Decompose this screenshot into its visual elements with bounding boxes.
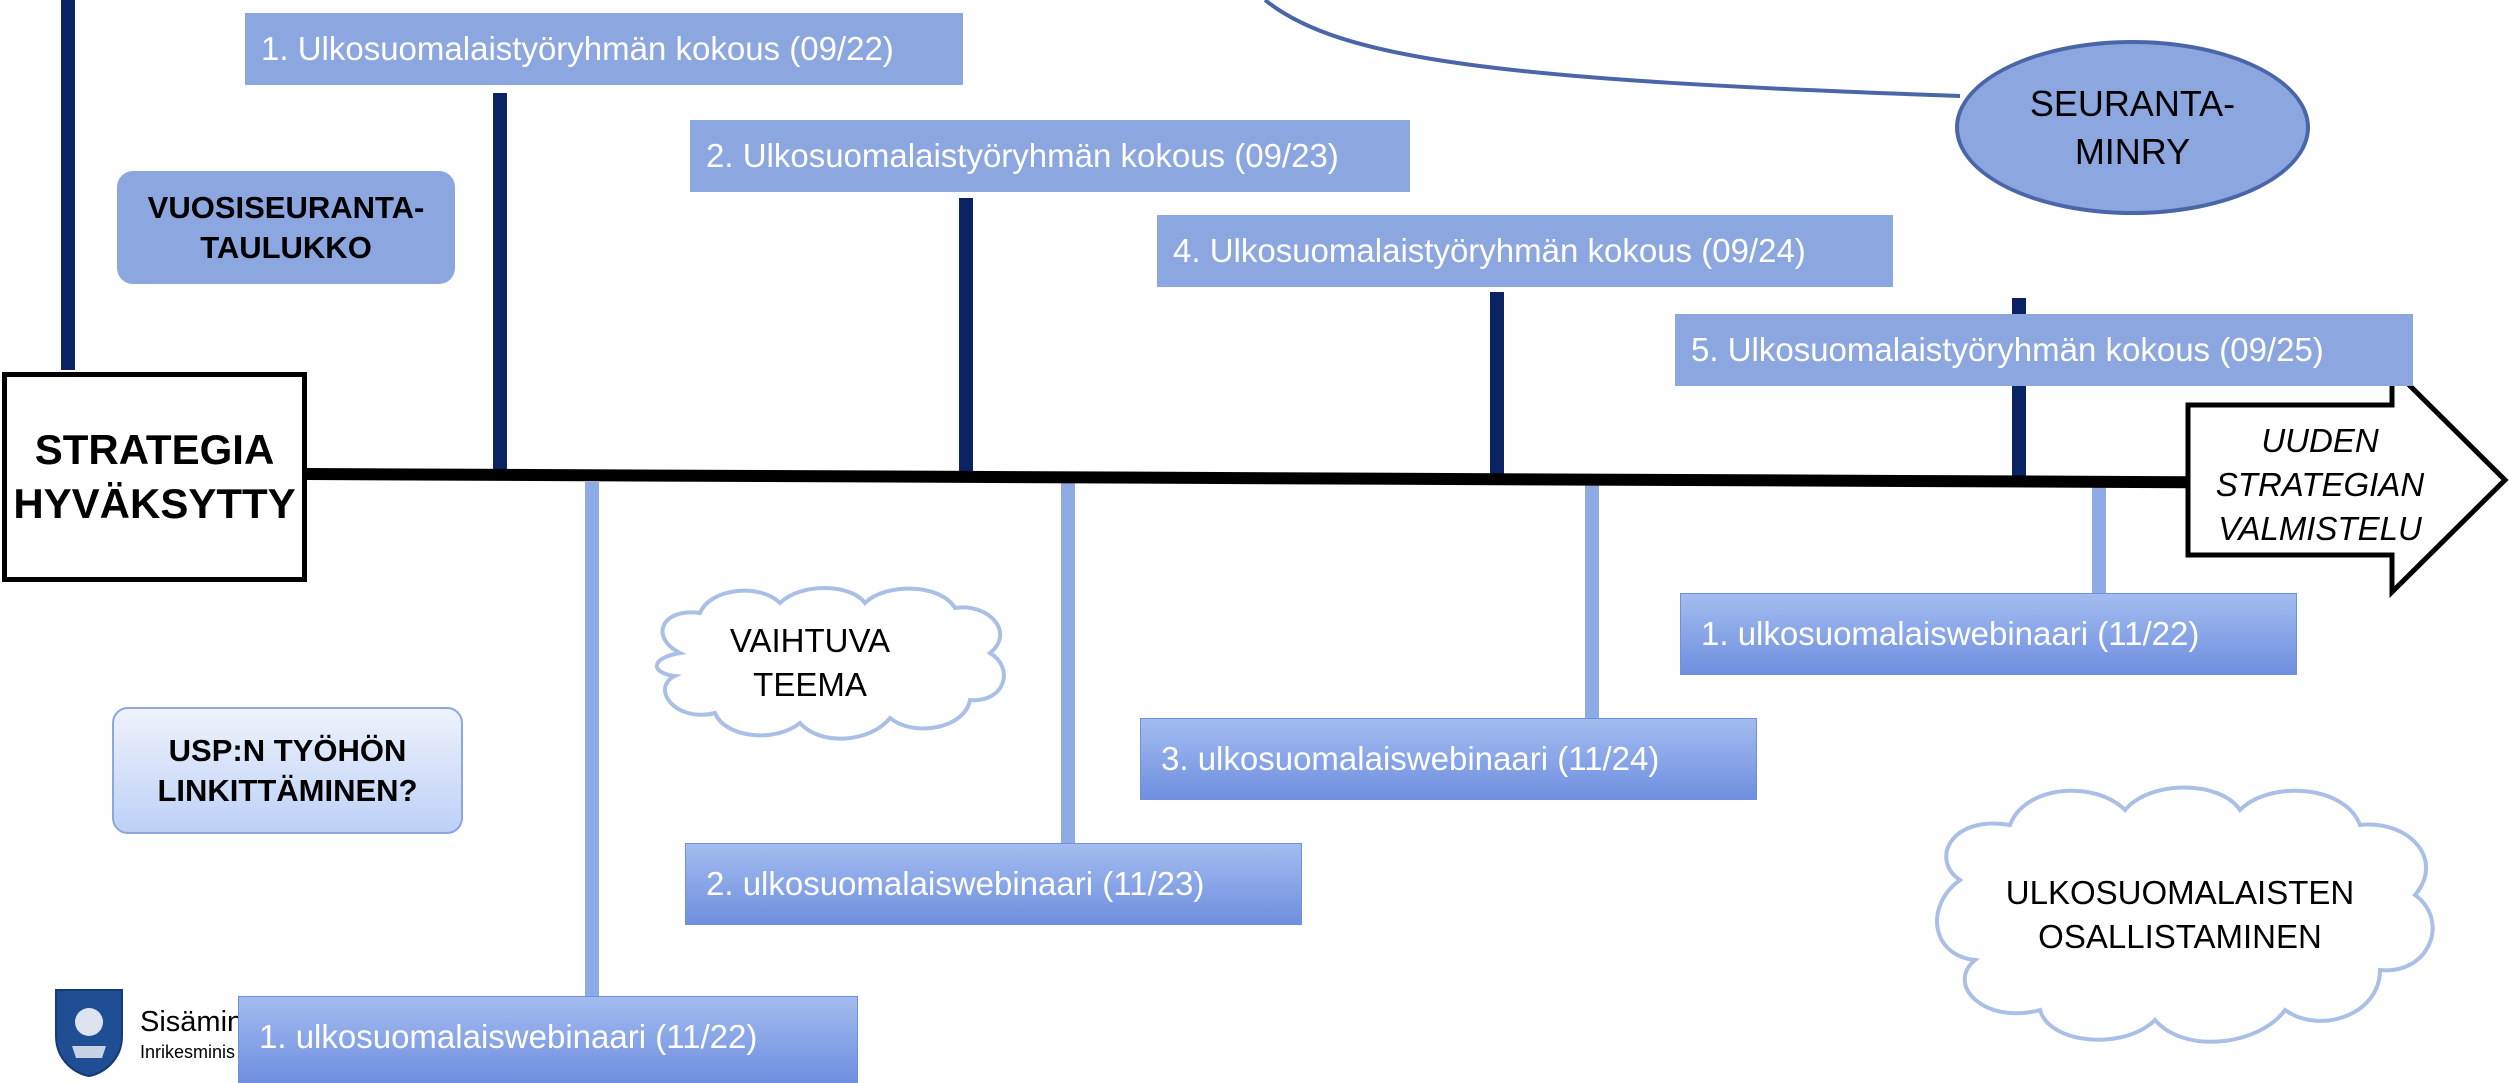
arrow-line-3: VALMISTELU [2218,510,2422,547]
theme-cloud-shape [654,586,1006,741]
participation-cloud-shape [1935,785,2435,1044]
webinar-label: 1. ulkosuomalaiswebinaari (11/22) [1701,615,2200,652]
meeting-box-4: 4. Ulkosuomalaistyöryhmän kokous (09/24) [1157,215,1893,287]
next-strategy-arrow [2185,362,2509,598]
meeting-label: 4. Ulkosuomalaistyöryhmän kokous (09/24) [1173,232,1806,269]
dark-bar-left-edge [61,0,75,370]
participation-line-1: ULKOSUOMALAISTEN [2005,874,2355,911]
theme-cloud-text: VAIHTUVA TEEMA [620,578,1000,748]
meeting-box-1: 1. Ulkosuomalaistyöryhmän kokous (09/22) [245,13,963,85]
follow-up-ellipse: SEURANTA- MINRY [1955,40,2310,215]
light-bar-webinar-2 [1061,483,1075,845]
webinar-box-1b: 1. ulkosuomalaiswebinaari (11/22) [1680,593,2297,675]
next-strategy-label: UUDEN STRATEGIAN VALMISTELU [2200,410,2440,560]
webinar-box-3: 3. ulkosuomalaiswebinaari (11/24) [1140,718,1757,800]
usp-line-1: USP:N TYÖHÖN [168,732,407,768]
annual-tracking-table-box: VUOSISEURANTA- TAULUKKO [117,171,455,284]
participation-line-2: OSALLISTAMINEN [2038,918,2322,955]
tracking-line-2: TAULUKKO [200,229,372,265]
seuranta-line-1: SEURANTA- [2029,82,2236,124]
webinar-label: 2. ulkosuomalaiswebinaari (11/23) [706,865,1205,902]
strategy-line-2: HYVÄKSYTTY [13,480,296,527]
meeting-label: 2. Ulkosuomalaistyöryhmän kokous (09/23) [706,137,1339,174]
meeting-box-5: 5. Ulkosuomalaistyöryhmän kokous (09/25) [1675,314,2413,386]
webinar-box-2: 2. ulkosuomalaiswebinaari (11/23) [685,843,1302,925]
usp-line-2: LINKITTÄMINEN? [157,772,418,808]
strategy-approved-box: STRATEGIA HYVÄKSYTTY [2,372,307,582]
arrow-line-1: UUDEN [2261,422,2379,459]
webinar-box-1-overlay: 1. ulkosuomalaiswebinaari (11/22) [238,996,858,1083]
usp-link-box: USP:N TYÖHÖN LINKITTÄMINEN? [112,707,463,834]
webinar-label: 3. ulkosuomalaiswebinaari (11/24) [1161,740,1660,777]
tracking-line-1: VUOSISEURANTA- [147,189,425,225]
dark-bar-meeting-1 [493,93,507,473]
seuranta-line-2: MINRY [2074,130,2191,172]
meeting-label: 1. Ulkosuomalaistyöryhmän kokous (09/22) [261,30,894,67]
meeting-label: 5. Ulkosuomalaistyöryhmän kokous (09/25) [1691,331,2324,368]
ministry-crest-logo [55,989,123,1078]
light-bar-webinar-3 [1585,485,1599,720]
dark-bar-meeting-2 [959,198,973,476]
strategy-line-1: STRATEGIA [34,426,275,473]
ministry-name: Sisämin [140,1006,244,1038]
arrow-line-2: STRATEGIAN [2215,466,2425,503]
meeting-box-2: 2. Ulkosuomalaistyöryhmän kokous (09/23) [690,120,1410,192]
webinar-label: 1. ulkosuomalaiswebinaari (11/22) [259,1018,758,1055]
light-bar-webinar-1 [585,482,599,1000]
ministry-subname: Inrikesminis [140,1042,236,1062]
dark-bar-meeting-4 [1490,292,1504,478]
theme-line-2: TEEMA [753,666,867,703]
theme-line-1: VAIHTUVA [729,622,891,659]
participation-cloud-text: ULKOSUOMALAISTEN OSALLISTAMINEN [1915,830,2445,1000]
light-bar-webinar-1b [2092,487,2106,593]
